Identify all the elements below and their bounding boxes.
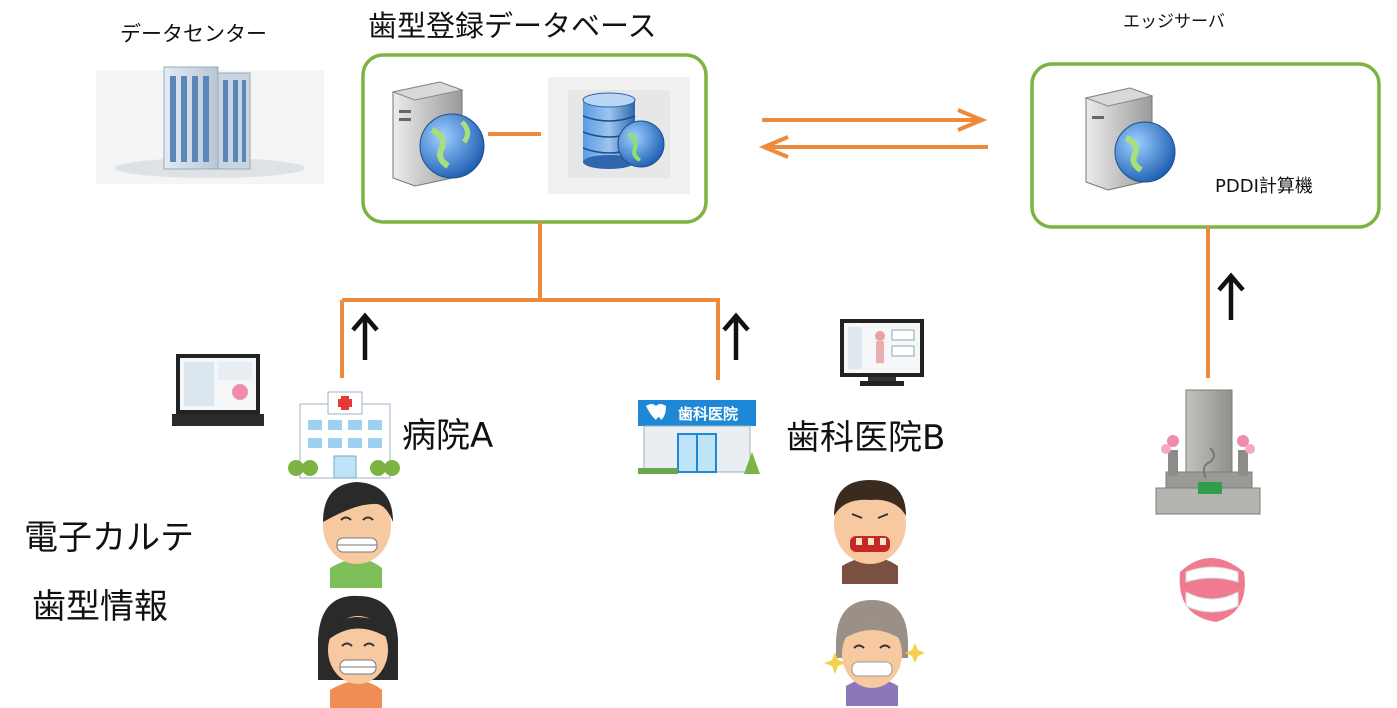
- person-bad-teeth-icon: [834, 480, 906, 584]
- denture-icon: [1179, 558, 1245, 622]
- globe-icon: [1114, 121, 1176, 183]
- computer-monitor-icon: [840, 319, 924, 386]
- hospital-icon: [288, 391, 400, 479]
- database-icon: [548, 77, 690, 194]
- dental-clinic-icon: [638, 400, 760, 474]
- sync-arrows: [758, 108, 988, 159]
- registry-db-title: 歯型登録データベース: [368, 9, 657, 43]
- edge-server-box: [1030, 62, 1381, 229]
- hospital-a-label: 病院A: [402, 416, 494, 456]
- person-braces-icon: [323, 482, 393, 588]
- data-center-label: データセンター: [120, 22, 267, 46]
- dental-info-label: 歯型情報: [32, 587, 168, 627]
- pddi-label: PDDI計算機: [1215, 176, 1313, 197]
- edge-server-label: エッジサーバ: [1123, 12, 1225, 32]
- person-braces-icon: [318, 595, 398, 708]
- network-connector: [340, 222, 1210, 380]
- clinic-sign-text: 歯科医院: [678, 405, 738, 423]
- building-icon: [96, 66, 324, 184]
- globe-icon: [419, 113, 485, 179]
- computer-monitor-icon: [172, 354, 264, 426]
- upload-arrows: [351, 272, 1245, 360]
- dental-clinic-b-label: 歯科医院B: [786, 418, 946, 458]
- ehr-label: 電子カルテ: [24, 518, 194, 558]
- person-sparkling-teeth-icon: [824, 600, 925, 706]
- registry-db-box: [361, 53, 708, 224]
- tombstone-icon: [1155, 389, 1261, 515]
